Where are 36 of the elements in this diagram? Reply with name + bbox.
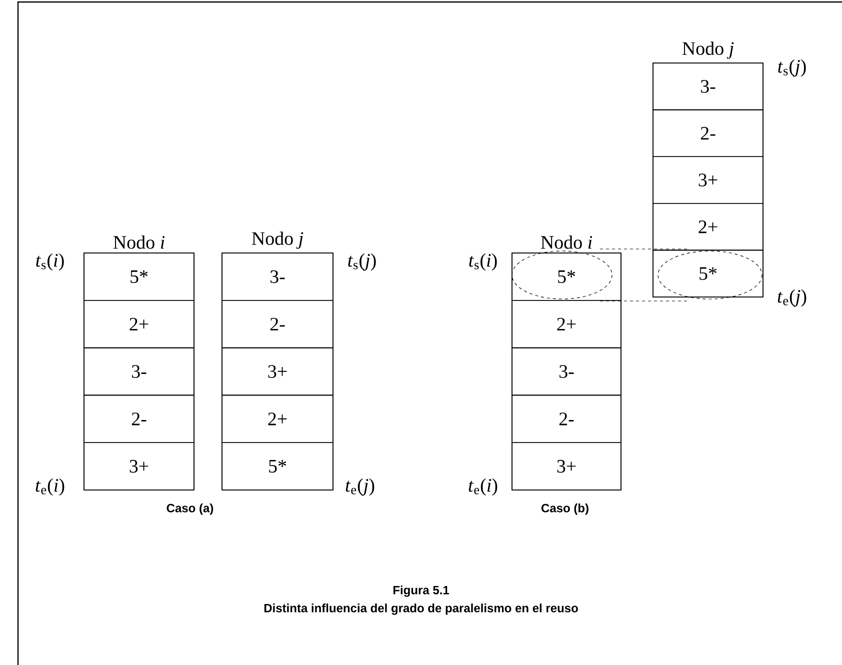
cell-box: 5* bbox=[222, 442, 334, 490]
cell-box: 2+ bbox=[512, 300, 622, 348]
cell-box: 2- bbox=[222, 300, 334, 348]
cell-box: 5* bbox=[512, 252, 622, 301]
time-label: t$_{e}$(i) bbox=[468, 478, 498, 496]
cell-box: 3- bbox=[222, 252, 334, 301]
cell-box: 3- bbox=[652, 62, 764, 110]
caption-text: Figura 5.1 bbox=[393, 586, 449, 597]
node-heading: Nodo j bbox=[682, 42, 734, 59]
cell-box: 3- bbox=[84, 347, 194, 396]
cell-box: 5* bbox=[84, 252, 194, 301]
cell-box: 3+ bbox=[652, 156, 764, 204]
cell-box: 3+ bbox=[512, 442, 622, 490]
cell-box: 5* bbox=[652, 250, 764, 298]
caption-text: Caso (b) bbox=[542, 504, 588, 515]
cell-box: 2- bbox=[84, 394, 194, 443]
cell-box: 2+ bbox=[222, 394, 334, 443]
cell-box: 3- bbox=[512, 347, 622, 396]
cell-box: 3+ bbox=[222, 347, 334, 396]
cell-box: 2- bbox=[512, 394, 622, 443]
cell-box: 2+ bbox=[652, 203, 764, 251]
node-heading: Nodo j bbox=[252, 232, 304, 249]
cell-box: 2- bbox=[652, 109, 764, 157]
time-label: t$_{s}$(j) bbox=[778, 59, 806, 77]
node-heading: Nodo i bbox=[540, 235, 592, 249]
time-label: t$_{e}$(i) bbox=[36, 478, 64, 496]
time-label: t$_{s}$(j) bbox=[348, 253, 376, 271]
node-heading: Nodo i bbox=[113, 235, 165, 249]
time-label: t$_{e}$(j) bbox=[346, 478, 374, 496]
time-label: t$_{e}$(j) bbox=[778, 289, 806, 307]
caption-text: Caso (a) bbox=[166, 504, 214, 515]
caption-text: Distinta influencia del grado de paralelismo en el reuso bbox=[264, 604, 578, 615]
cell-box: 2+ bbox=[84, 300, 194, 348]
time-label: t$_{s}$(i) bbox=[469, 253, 497, 271]
time-label: t$_{s}$(i) bbox=[36, 253, 64, 271]
cell-box: 3+ bbox=[84, 442, 194, 490]
